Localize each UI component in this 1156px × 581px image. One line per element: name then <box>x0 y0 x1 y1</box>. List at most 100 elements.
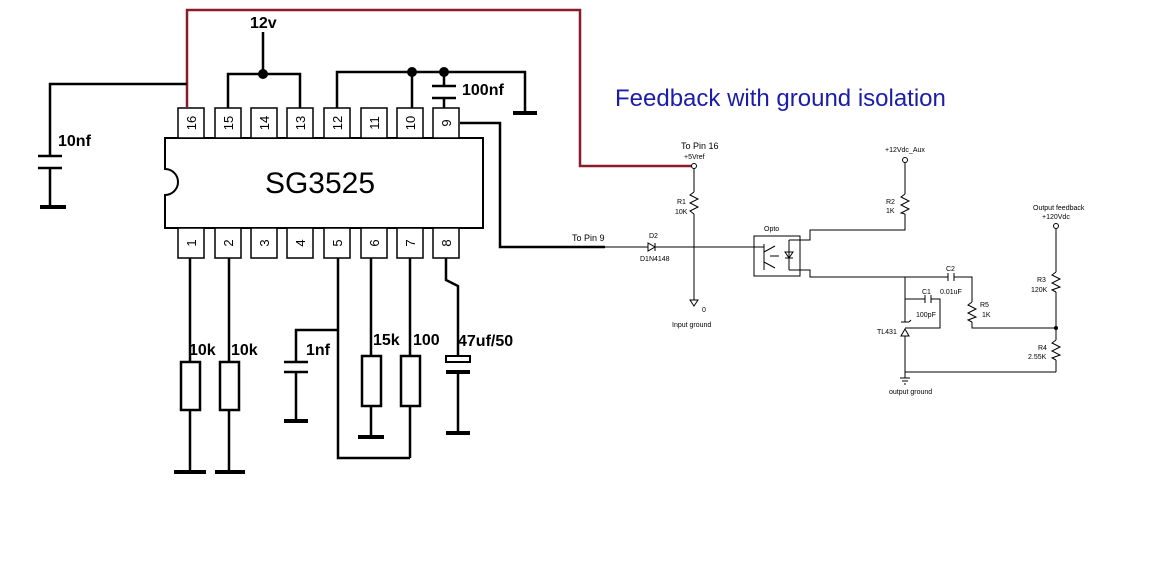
top-pins: 16 15 14 13 12 11 <box>177 107 460 139</box>
r-pin1-body <box>179 360 202 412</box>
r5-value: 1K <box>982 312 991 319</box>
r3-name: R3 <box>1037 277 1046 284</box>
r-pin7-body <box>399 354 422 408</box>
pin-9-label: 9 <box>439 119 454 126</box>
pin-2: 2 <box>214 227 242 259</box>
pin-13-label: 13 <box>293 116 308 130</box>
to-pin9-label: To Pin 9 <box>572 233 605 243</box>
output-ground-symbol <box>900 377 910 385</box>
pin-2-label: 2 <box>221 239 236 246</box>
opto-led <box>784 240 794 270</box>
node-pin10 <box>407 67 417 77</box>
opto-transistor <box>763 244 779 270</box>
c1-name: C1 <box>922 289 931 296</box>
c-pin5-wire <box>294 258 410 460</box>
r2-value: 1K <box>886 208 895 215</box>
c-pin16-wire <box>48 82 187 206</box>
r5-zigzag <box>966 301 978 323</box>
r2-zigzag <box>899 193 911 215</box>
pin-12: 12 <box>323 107 351 139</box>
r4-name: R4 <box>1038 345 1047 352</box>
input-ground-label: Input ground <box>672 322 711 329</box>
pin-4: 4 <box>286 227 314 259</box>
pin-14-label: 14 <box>257 116 272 130</box>
pin-6: 6 <box>360 227 388 259</box>
pin-10-label: 10 <box>403 116 418 130</box>
to-pin16-label: To Pin 16 <box>681 141 719 151</box>
node-cap100 <box>439 67 449 77</box>
c-pin8-plate-top <box>445 355 471 363</box>
pin-3-label: 3 <box>257 239 272 246</box>
vref-terminal <box>691 163 697 169</box>
pin-11: 11 <box>360 107 388 139</box>
r-pin6-body <box>360 354 383 408</box>
pin-8: 8 <box>432 227 460 259</box>
r1-name: R1 <box>677 199 686 206</box>
r-pin1-label: 10k <box>189 342 216 359</box>
pin-14: 14 <box>250 107 278 139</box>
c-pin9-label: 100nf <box>462 82 504 99</box>
input-ground-zero: 0 <box>702 307 706 314</box>
opto-body <box>753 235 801 277</box>
r4-zigzag <box>1050 339 1062 361</box>
r-pin2-body <box>218 360 241 412</box>
pin-7: 7 <box>396 227 424 259</box>
c-pin5-label: 1nf <box>306 342 331 359</box>
pin-5-label: 5 <box>330 239 345 246</box>
r4-value: 2.55K <box>1028 354 1047 361</box>
pin-4-label: 4 <box>293 239 308 246</box>
c1-value: 100pF <box>916 312 936 319</box>
divider-node <box>1054 326 1058 330</box>
pin-5: 5 <box>323 227 351 259</box>
r-pin7-label: 100 <box>413 332 440 349</box>
d2-name: D2 <box>649 233 658 240</box>
r-pin6-label: 15k <box>373 332 400 349</box>
c2-name: C2 <box>946 266 955 273</box>
vref-label: +5Vref <box>684 154 705 161</box>
pin12-10-wire <box>335 70 527 112</box>
sg3525-circuit: SG3525 16 15 14 13 12 <box>38 8 694 474</box>
output-feedback-label-2: +120Vdc <box>1042 214 1070 221</box>
pin-8-label: 8 <box>439 239 454 246</box>
pin-12-label: 12 <box>330 116 345 130</box>
pin-13: 13 <box>286 107 314 139</box>
pin-1: 1 <box>177 227 205 259</box>
d2-part: D1N4148 <box>640 256 670 263</box>
r-pin2-label: 10k <box>231 342 258 359</box>
tl431-symbol <box>900 319 912 337</box>
r1-zigzag <box>688 191 700 215</box>
feedback-circuit: To Pin 16 +5Vref R1 10K To Pin 9 D2 D1N4… <box>572 141 1085 396</box>
ic-name: SG3525 <box>265 167 375 200</box>
c-pin16-label: 10nf <box>58 133 92 150</box>
r5-name: R5 <box>980 302 989 309</box>
supply-node <box>258 69 268 79</box>
pin-16: 16 <box>177 107 205 139</box>
c2-value: 0.01uF <box>940 289 962 296</box>
input-ground-symbol <box>689 299 699 307</box>
aux-terminal <box>902 157 908 163</box>
pin-1-label: 1 <box>184 239 199 246</box>
output-feedback-terminal <box>1053 223 1059 229</box>
aux-label: +12Vdc_Aux <box>885 147 925 154</box>
pin-15-label: 15 <box>221 116 236 130</box>
pin-9: 9 <box>432 107 460 139</box>
c-pin8-wire <box>444 258 460 432</box>
ic-body <box>164 137 484 229</box>
opto-leads <box>789 214 906 278</box>
pin-16-label: 16 <box>184 116 199 130</box>
pin-10: 10 <box>396 107 424 139</box>
page-title: Feedback with ground isolation <box>615 85 946 112</box>
supply-label: 12v <box>250 15 277 32</box>
pin-3: 3 <box>250 227 278 259</box>
c-pin8-label: 47uf/50 <box>458 333 513 350</box>
pin9-feedback-wire <box>460 121 605 249</box>
pin-6-label: 6 <box>367 239 382 246</box>
r1-value: 10K <box>675 209 688 216</box>
d2-symbol <box>647 242 657 252</box>
pin-11-label: 11 <box>367 116 382 130</box>
bottom-pins: 1 2 3 4 5 6 7 <box>177 227 460 259</box>
output-feedback-label-1: Output feedback <box>1033 205 1085 212</box>
tl431-label: TL431 <box>877 329 897 336</box>
pin-15: 15 <box>214 107 242 139</box>
